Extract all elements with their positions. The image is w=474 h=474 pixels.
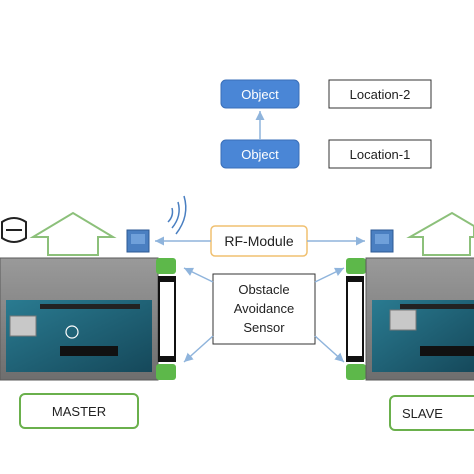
- slave-sensor-bottom-dot: [346, 364, 366, 380]
- sensor-label-line2: Avoidance: [234, 301, 294, 316]
- slave-label: SLAVE: [402, 406, 443, 421]
- slave-arduino-board: [372, 300, 474, 372]
- sensor-arrow-master-bottom: [183, 335, 214, 363]
- obstacle-sensor-box: Obstacle Avoidance Sensor: [212, 273, 316, 345]
- location-2-label: Location-2: [350, 87, 411, 102]
- master-sensor-top-dot: [156, 258, 176, 274]
- location-1-label: Location-1: [350, 147, 411, 162]
- master-chip: [60, 346, 118, 356]
- master-label-box: MASTER: [19, 393, 139, 429]
- master-header-pins: [40, 304, 140, 309]
- master-board-assembly: [0, 257, 176, 381]
- master-rf-module-inner: [131, 234, 145, 244]
- slave-up-arrow: [406, 211, 474, 256]
- slave-sensor-strip-inner: [348, 282, 362, 356]
- slave-header-pins: [400, 304, 474, 309]
- sensor-label-line3: Sensor: [243, 320, 285, 335]
- object-node-top: Object: [220, 79, 300, 109]
- master-usb-port: [9, 315, 37, 337]
- master-sensor-strip-inner: [160, 282, 174, 356]
- lock-icon: [1, 217, 27, 243]
- sensor-label-line1: Obstacle: [238, 282, 289, 297]
- object-top-label: Object: [241, 87, 279, 102]
- object-bottom-label: Object: [241, 147, 279, 162]
- rf-module-box: RF-Module: [210, 225, 308, 257]
- slave-usb-port: [389, 309, 417, 331]
- sensor-arrow-slave-bottom: [314, 335, 345, 363]
- master-label: MASTER: [52, 404, 106, 419]
- rf-module-label: RF-Module: [224, 233, 293, 249]
- slave-sensor-top-dot: [346, 258, 366, 274]
- slave-label-box: SLAVE: [389, 395, 474, 431]
- wireless-signal-icon: [167, 195, 187, 235]
- sensor-arrow-slave-top: [314, 267, 345, 283]
- master-board-logo: [65, 325, 79, 339]
- master-up-arrow: [29, 211, 117, 256]
- location-2-box: Location-2: [328, 79, 432, 109]
- slave-chip: [420, 346, 474, 356]
- location-1-box: Location-1: [328, 139, 432, 169]
- object-node-bottom: Object: [220, 139, 300, 169]
- sensor-arrow-master-top: [183, 267, 214, 283]
- slave-rf-module-inner: [375, 234, 389, 244]
- master-sensor-bottom-dot: [156, 364, 176, 380]
- sensor-arrows: [183, 267, 345, 363]
- slave-board-assembly: [346, 257, 474, 381]
